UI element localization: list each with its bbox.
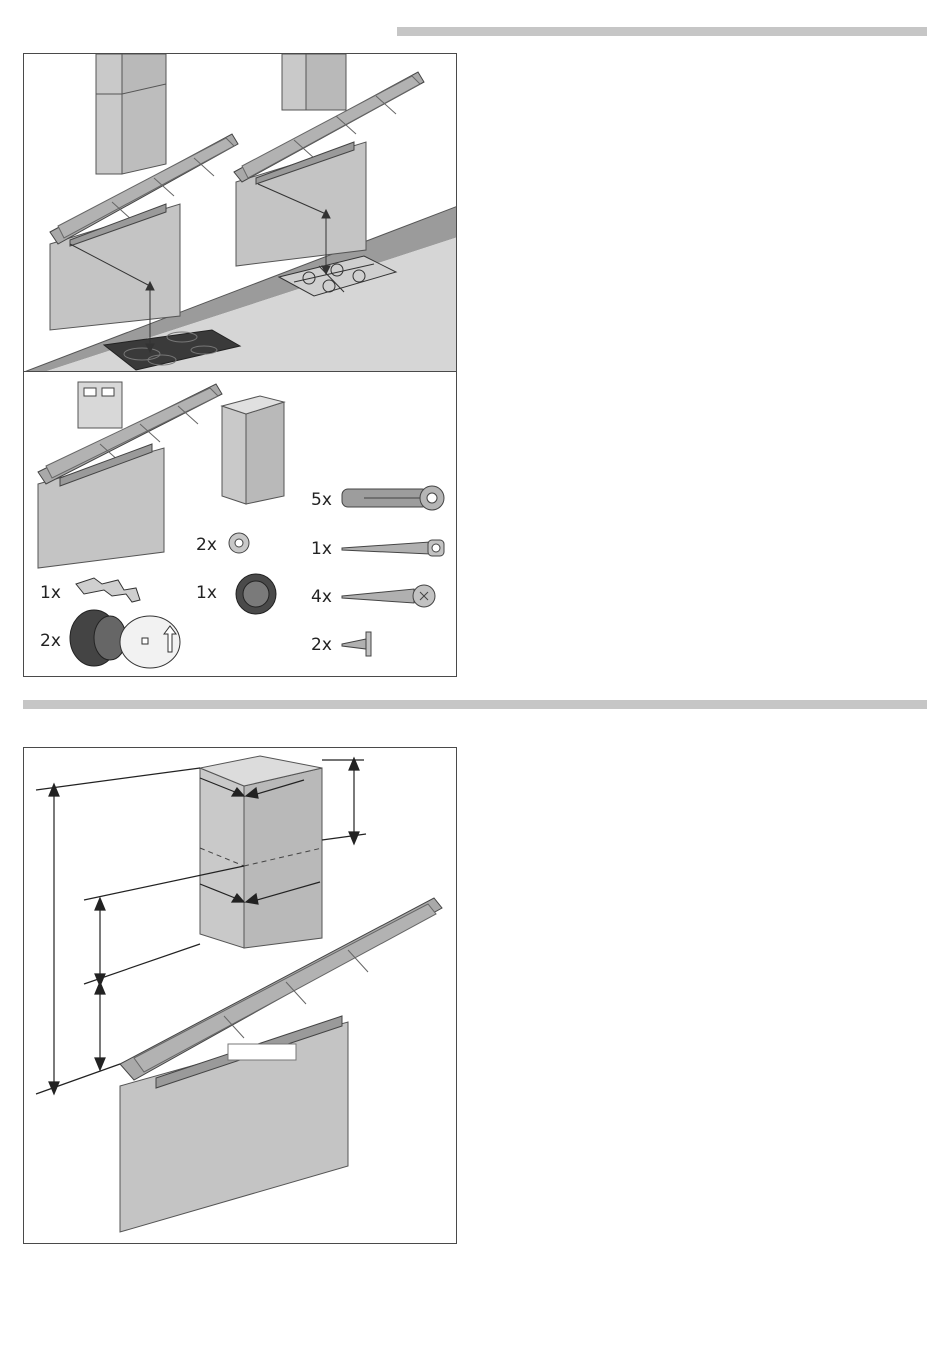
hood-icon [120, 898, 442, 1232]
screw-icon [342, 540, 444, 556]
qty-screws: 4x [311, 587, 332, 607]
qty-wall-plugs: 5x [311, 490, 332, 510]
qty-valves: 2x [40, 631, 61, 651]
installation-illustration [24, 54, 457, 372]
hood-icon [38, 382, 222, 568]
chimney-icon [222, 396, 284, 504]
middle-section-rule [23, 700, 927, 709]
dimension-illustration [24, 748, 457, 1244]
qty-knob: 1x [196, 583, 217, 603]
chimney-icon [96, 54, 166, 174]
qty-long-screw: 1x [311, 539, 332, 559]
bracket-icon [76, 578, 140, 602]
qty-washers: 2x [196, 535, 217, 555]
qty-bracket: 1x [40, 583, 61, 603]
knob-icon [236, 574, 276, 614]
washer-icon [229, 533, 249, 553]
parts-list-illustration: 5x 1x 4x 2x 2x [24, 372, 457, 677]
dimension-illustration-panel [23, 747, 457, 1244]
wall-plug-icon [342, 486, 444, 510]
screw-icon [342, 585, 435, 607]
installation-illustration-panel [23, 53, 457, 372]
parts-list-panel: 5x 1x 4x 2x 2x [23, 371, 457, 677]
qty-small-screws: 2x [311, 635, 332, 655]
top-section-rule [397, 27, 927, 36]
chimney-icon [282, 54, 346, 110]
non-return-valve-icon [70, 610, 180, 668]
screw-icon [342, 632, 371, 656]
